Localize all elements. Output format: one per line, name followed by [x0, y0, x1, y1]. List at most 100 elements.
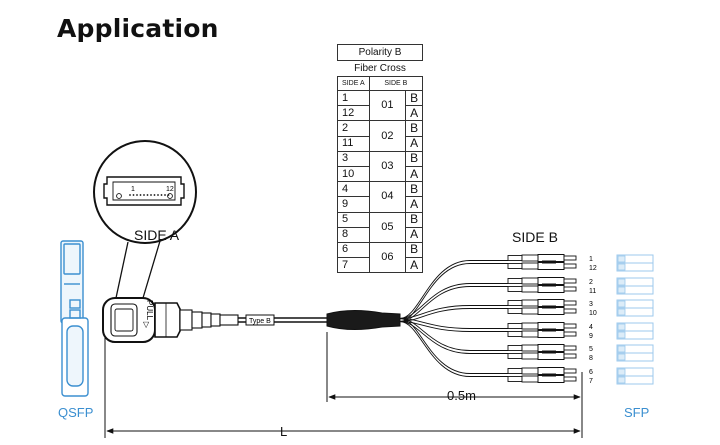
- side-b-port: 05: [368, 211, 407, 243]
- breakout-fiber: [399, 321, 508, 332]
- fiber-number: 1: [589, 256, 593, 263]
- breakout-fiber: [399, 318, 508, 329]
- side-b-port: 02: [368, 120, 407, 152]
- sfp-transceivers: [616, 254, 654, 385]
- trunk-cable: [238, 314, 330, 326]
- fiber-number: 8: [589, 355, 593, 362]
- fiber-number: 11: [589, 288, 596, 295]
- side-a-fiber: 10: [337, 165, 370, 183]
- breakout-fiber: [399, 318, 508, 351]
- fiber-dot: [129, 194, 131, 196]
- side-b-fiber: A: [405, 226, 423, 243]
- ferrule-number-left: 1: [131, 186, 135, 193]
- lc-duplex: [507, 322, 577, 338]
- side-a-fiber: 1: [337, 89, 370, 107]
- fanout-boot: [326, 310, 401, 330]
- fiber-number: 3: [589, 301, 593, 308]
- lc-duplex: [507, 277, 577, 293]
- side-a-fiber: 6: [337, 241, 370, 259]
- side-a-fiber: 9: [337, 196, 370, 213]
- mpo-ferrule-face: [103, 176, 185, 206]
- sfp-module: [616, 344, 654, 362]
- fiber-dot: [167, 194, 170, 196]
- side-b-port: 03: [368, 150, 407, 183]
- side-a-fiber: 2: [337, 120, 370, 137]
- side-a-fiber: 12: [337, 105, 370, 122]
- side-b-label: SIDE B: [512, 229, 558, 245]
- side-b-fiber: B: [405, 211, 423, 228]
- pull-arrow-icon: ▽: [143, 320, 150, 329]
- side-b-port: 01: [368, 89, 407, 122]
- breakout-fiber: [399, 321, 508, 377]
- sfp-module: [616, 254, 654, 272]
- side-b-fiber: A: [405, 105, 423, 122]
- side-a-fiber: 7: [337, 257, 370, 274]
- sfp-module: [616, 322, 654, 340]
- qsfp-transceiver: [60, 240, 89, 397]
- fiber-dot: [157, 194, 159, 196]
- fiber-array: [129, 194, 170, 196]
- total-length-label: L: [280, 424, 288, 439]
- fiber-dot: [139, 194, 142, 196]
- fiber-dot: [143, 194, 145, 196]
- page-title: Application: [57, 14, 219, 43]
- side-a-label: SIDE A: [134, 227, 180, 243]
- dimension-extensions: [104, 330, 583, 438]
- table-col-side-b: SIDE B: [368, 76, 424, 91]
- fiber-dot: [132, 194, 135, 196]
- side-b-fiber: A: [405, 196, 423, 213]
- sfp-label: SFP: [624, 405, 650, 420]
- breakout-fiber: [399, 318, 508, 374]
- fiber-dot: [150, 194, 152, 196]
- side-b-fiber: A: [405, 165, 423, 183]
- side-a-fiber: 4: [337, 181, 370, 198]
- fiber-dot: [146, 194, 149, 196]
- side-b-fiber: B: [405, 241, 423, 259]
- side-b-port: 06: [368, 241, 407, 274]
- breakout-fiber: [399, 283, 508, 319]
- breakout-fiber: [399, 286, 508, 322]
- breakout-fiber: [399, 321, 508, 354]
- breakout-fiber: [399, 305, 508, 319]
- breakout-fibers: [399, 260, 508, 377]
- mpo-connector: [102, 297, 239, 343]
- qsfp-label: QSFP: [58, 405, 94, 420]
- side-a-fiber: 11: [337, 135, 370, 152]
- fiber-dot: [136, 194, 138, 196]
- table-subtitle: Fiber Cross: [354, 63, 406, 74]
- fiber-number: 5: [589, 346, 593, 353]
- side-b-fiber: B: [405, 89, 423, 107]
- breakout-fiber: [399, 308, 508, 322]
- side-a-fiber: 5: [337, 211, 370, 228]
- side-b-port: 04: [368, 181, 407, 213]
- ferrule-number-right: 12: [166, 186, 174, 193]
- table-title: Polarity B: [337, 44, 423, 61]
- sfp-module: [616, 277, 654, 295]
- sfp-module: [616, 299, 654, 317]
- fiber-number: 4: [589, 324, 593, 331]
- fiber-number: 7: [589, 378, 593, 385]
- lc-duplex: [507, 299, 577, 315]
- fiber-dot: [164, 194, 166, 196]
- sfp-module: [616, 367, 654, 385]
- table-col-side-a: SIDE A: [337, 76, 370, 91]
- breakout-fiber: [399, 260, 508, 319]
- fiber-number: 10: [589, 310, 597, 317]
- fiber-number: 9: [589, 333, 593, 340]
- side-b-fiber: A: [405, 257, 423, 274]
- side-b-fiber: B: [405, 120, 423, 137]
- fiber-number: 6: [589, 369, 593, 376]
- side-a-fiber: 3: [337, 150, 370, 167]
- lc-duplex: [507, 367, 577, 383]
- side-a-callout: [93, 140, 197, 299]
- side-b-fiber: A: [405, 135, 423, 152]
